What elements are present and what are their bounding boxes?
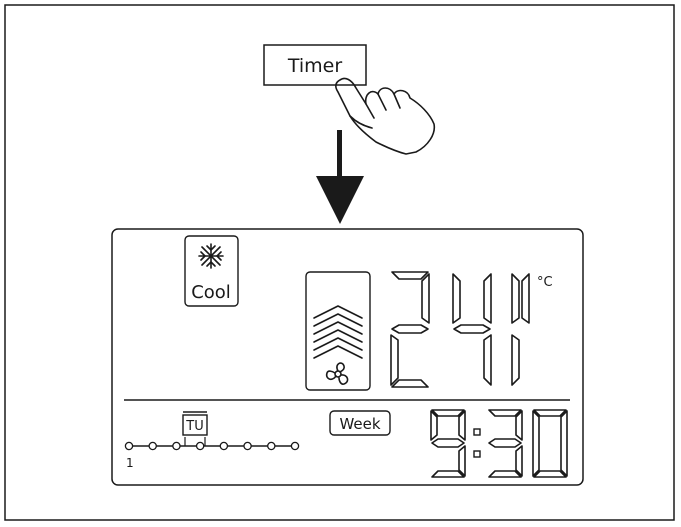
day-label: TU: [185, 419, 203, 434]
timeline-point: [197, 442, 204, 449]
timeline-point: [173, 442, 180, 449]
week-label: Week: [339, 415, 380, 433]
timeline-point: [244, 442, 251, 449]
pressing-hand-icon: [336, 78, 434, 154]
timer-button-label: Timer: [287, 55, 342, 77]
mode-indicator: Cool: [185, 236, 238, 306]
temperature-unit: °C: [537, 275, 553, 290]
snowflake-icon: [199, 244, 223, 268]
down-arrow-icon: [316, 130, 364, 224]
timer-button[interactable]: Timer: [264, 45, 366, 85]
day-indicator: TU: [183, 412, 207, 435]
clock-minutes: 30: [0, 0, 2, 1]
week-indicator: Week: [330, 411, 390, 435]
timeline-point: [220, 442, 227, 449]
timeline-point: [125, 442, 132, 449]
timeline-start-label: 1: [126, 456, 134, 470]
mode-label: Cool: [191, 282, 231, 303]
timeline-point: [149, 442, 156, 449]
timeline-point: [268, 442, 275, 449]
timeline-point: [291, 442, 298, 449]
louver-fan-indicator: [306, 272, 370, 390]
